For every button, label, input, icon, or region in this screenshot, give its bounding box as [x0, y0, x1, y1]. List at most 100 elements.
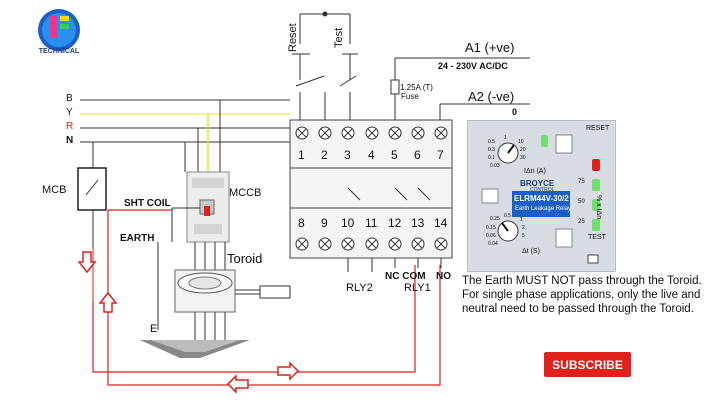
channel-logo: TECHNICAL: [38, 9, 80, 55]
led-25: [592, 219, 600, 231]
relay-face: [481, 134, 600, 264]
scale-50: 50: [578, 199, 585, 205]
pct-label: % x IΔn: [595, 195, 602, 220]
bus-label-y: Y: [66, 107, 73, 118]
reset-button[interactable]: [555, 134, 573, 154]
earth-label: EARTH: [120, 233, 155, 244]
bus-lines: [80, 99, 290, 143]
terminal-number-13: 13: [411, 216, 425, 230]
test-label: Test: [333, 27, 345, 48]
dial2-tick-6: 5: [522, 233, 525, 239]
terminal-number-5: 5: [391, 148, 398, 162]
dial2-tick-7: 0.04: [488, 241, 498, 247]
led-75: [592, 179, 600, 191]
toroid-ring: [174, 269, 291, 313]
led-trip: [592, 159, 600, 171]
logo-text: TECHNICAL: [39, 48, 80, 55]
toroid-label: Toroid: [227, 251, 263, 266]
terminal-number-4: 4: [368, 148, 375, 162]
fuse-rating-label: 1.25A (T): [400, 83, 433, 92]
dial1-tick-7: 0.03: [490, 163, 500, 169]
brand-sub-label: CONTROL: [530, 187, 555, 193]
test-button[interactable]: [555, 228, 573, 248]
terminal-screw-top-5-slot2: [390, 128, 400, 138]
terminal-number-1: 1: [298, 148, 305, 162]
flow-arrows: [77, 251, 300, 394]
dial1-tick-0: 0.5: [488, 139, 495, 145]
terminal-screw-bottom-13-slot2: [413, 239, 423, 249]
terminal-screw-bottom-14-slot2: [436, 239, 446, 249]
terminal-number-9: 9: [321, 216, 328, 230]
dial2-tick-5: 2: [522, 225, 525, 231]
terminal-number-14: 14: [434, 216, 448, 230]
terminal-screw-top-6-slot2: [413, 128, 423, 138]
model-label: ELRM44V-30/2: [514, 194, 569, 203]
dial1-tick-5: 0.3: [488, 147, 495, 153]
terminal-number-8: 8: [298, 216, 305, 230]
no-label: NO: [436, 271, 451, 282]
terminal-number-6: 6: [414, 148, 421, 162]
scale-25: 25: [578, 219, 585, 225]
dial1-tick-2: 10: [518, 139, 524, 145]
dial2-tick-1: 0.5: [504, 213, 511, 219]
zero-label: 0: [512, 107, 518, 117]
dial1-tick-1: 1: [504, 135, 507, 141]
a1-label: A1 (+ve): [465, 40, 515, 55]
terminal-number-10: 10: [341, 216, 355, 230]
dt-label: Δt (S): [522, 248, 540, 255]
earth-leakage-relay: RESET TEST IΔn (A) Δt (S) BROYCE CONTROL…: [467, 120, 616, 272]
relay-reset-label: RESET: [586, 125, 610, 132]
dial2-tick-4: 0.06: [486, 233, 496, 239]
scale-75: 75: [578, 179, 585, 185]
led-50: [592, 199, 600, 211]
model-sub-label: Earth Leakage Relay: [515, 206, 572, 212]
bus-label-n: N: [66, 135, 74, 146]
terminal-screw-top-7-slot2: [436, 128, 446, 138]
bus-label-r: R: [66, 121, 74, 132]
reset-label: Reset: [287, 23, 299, 52]
terminal-screw-top-1-slot2: [297, 128, 307, 138]
terminal-number-2: 2: [321, 148, 328, 162]
wiring-note: The Earth MUST NOT pass through the Toro…: [462, 275, 702, 315]
sht-coil-label: SHT COIL: [124, 198, 171, 209]
terminal-screw-bottom-10-slot2: [343, 239, 353, 249]
dial2-tick-0: 0.25: [490, 216, 500, 222]
terminal-number-3: 3: [344, 148, 351, 162]
mccb-breaker: [171, 100, 230, 243]
nc-com-label: NC COM: [385, 271, 426, 282]
dial1-tick-3: 20: [520, 147, 526, 153]
terminal-screw-bottom-9-slot2: [320, 239, 330, 249]
idn-label: IΔn (A): [524, 168, 546, 175]
control-buttons-wiring: [292, 11, 358, 120]
dial1-tick-4: 30: [520, 155, 526, 161]
dial1-tick-6: 0.1: [488, 155, 495, 161]
a2-label: A2 (-ve): [468, 89, 515, 104]
terminal-screw-bottom-11-slot2: [367, 239, 377, 249]
mccb-label: MCCB: [229, 187, 262, 199]
bus-label-b: B: [66, 93, 73, 104]
terminal-number-12: 12: [388, 216, 402, 230]
mcb-symbol: [77, 142, 107, 302]
earth-wire: [140, 242, 250, 358]
fuse-label: Fuse: [401, 92, 419, 101]
subscribe-button[interactable]: SUBSCRIBE: [544, 352, 631, 377]
brand-label: BROYCE: [520, 179, 555, 188]
supply-wiring: [390, 57, 530, 120]
relay-test-label: TEST: [588, 234, 606, 241]
e-label: E: [150, 323, 158, 335]
terminal-number-7: 7: [437, 148, 444, 162]
rly1-label: RLY1: [404, 282, 431, 294]
dial2-tick-3: 0.15: [486, 225, 496, 231]
terminal-screw-bottom-12-slot2: [390, 239, 400, 249]
sensitivity-dial[interactable]: [497, 142, 519, 164]
terminal-number-11: 11: [365, 216, 378, 230]
terminal-screw-top-4-slot2: [367, 128, 377, 138]
mcb-label: MCB: [42, 184, 67, 196]
terminal-screw-bottom-8-slot2: [297, 239, 307, 249]
terminal-screw-top-3-slot2: [343, 128, 353, 138]
terminal-block: [289, 119, 453, 272]
supply-label: 24 - 230V AC/DC: [438, 61, 508, 71]
terminal-screw-top-2-slot2: [320, 128, 330, 138]
